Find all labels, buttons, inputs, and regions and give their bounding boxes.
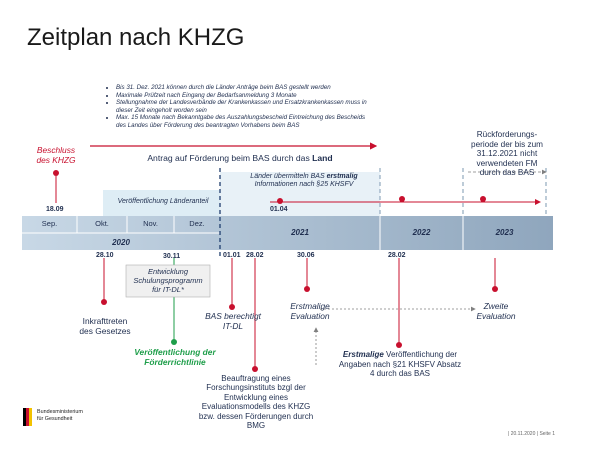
bas-veroeff-rest: Veröffentlichung der bbox=[383, 350, 458, 359]
laenderanteil-label: Veröffentlichung Länderanteil bbox=[117, 198, 209, 205]
beauftragung-label: Beauftragung eines Forschungsinstituts b… bbox=[198, 374, 314, 430]
year-2020: 2020 bbox=[112, 238, 130, 247]
eval2-line1: Zweite bbox=[483, 301, 509, 311]
bas-it-line2: IT-DL bbox=[222, 321, 244, 331]
beauftragung-line: Forschungsinstituts bzgl der bbox=[206, 383, 306, 393]
antrag-band bbox=[220, 172, 380, 216]
month-sep: Sep. bbox=[41, 219, 58, 228]
rueck-line: 31.12.2021 nicht bbox=[476, 149, 538, 159]
laender-bas-bold: erstmalig bbox=[326, 173, 358, 180]
event-inkraft bbox=[101, 258, 107, 305]
bas-veroeff-line2: Angaben nach §21 KHSFV Absatz bbox=[338, 359, 462, 369]
footer-date: 20.11.2020 bbox=[510, 431, 536, 437]
month-okt: Okt. bbox=[95, 219, 109, 228]
beschluss-line1: Beschluss bbox=[36, 145, 76, 155]
footer: | 20.11.2020 | Seite 1 bbox=[508, 431, 556, 437]
bas-it-date: 01.01 bbox=[223, 252, 241, 259]
bas-veroeff-line3: 4 durch das BAS bbox=[369, 369, 431, 379]
eval1-line1: Erstmalige bbox=[290, 301, 330, 311]
rueck-line: Rückforderungs- bbox=[476, 130, 538, 139]
bas-veroeff-label: Erstmalige Veröffentlichung der Angaben … bbox=[330, 350, 470, 379]
month-dez: Dez. bbox=[189, 219, 205, 228]
page-title: Zeitplan nach KHZG bbox=[27, 24, 245, 51]
schulung-line3: für IT-DL* bbox=[152, 285, 184, 294]
laender-bas-label: Länder übermitteln BAS erstmalig Informa… bbox=[224, 173, 384, 190]
foerderrichtlinie-label: Veröffentlichung der Förderrichtlinie bbox=[130, 347, 220, 367]
laender-bas-date: 01.04 bbox=[270, 206, 288, 213]
eval2-label: Zweite Evaluation bbox=[466, 301, 526, 321]
logo-line1: Bundesministerium bbox=[37, 409, 83, 415]
bas-veroeff-bold: Erstmalige bbox=[342, 350, 384, 359]
inkraft-label: Inkrafttreten des Gesetzes bbox=[70, 316, 140, 336]
foerder-line1: Veröffentlichung der bbox=[134, 347, 216, 357]
foerder-line2: Förderrichtlinie bbox=[144, 357, 206, 367]
bullet-item: Max. 15 Monate nach Bekanntgabe des Ausz… bbox=[116, 114, 376, 129]
bas-veroeff-date: 28.02 bbox=[388, 252, 406, 259]
bullet-list: Bis 31. Dez. 2021 können durch die Lände… bbox=[104, 84, 376, 130]
inkraft-line2: des Gesetzes bbox=[79, 326, 131, 336]
rueck-line: verwendeten FM bbox=[476, 158, 538, 168]
schulung-date: 30.11 bbox=[163, 253, 181, 260]
event-eval2 bbox=[492, 258, 498, 292]
year-2023: 2023 bbox=[495, 228, 514, 237]
beauftragung-date: 28.02 bbox=[246, 252, 264, 259]
event-beschluss bbox=[53, 170, 59, 203]
beauftragung-line: Beauftragung eines bbox=[221, 374, 291, 383]
schulung-line2: Schulungsprogramm bbox=[133, 276, 203, 285]
bas-it-line1: BAS berechtigt bbox=[205, 311, 261, 321]
eval2-line2: Evaluation bbox=[476, 311, 516, 321]
event-bas-it bbox=[229, 258, 235, 310]
inkraft-line1: Inkrafttreten bbox=[82, 316, 128, 326]
beauftragung-line: BMG bbox=[246, 421, 266, 431]
laenderanteil-band bbox=[103, 190, 220, 216]
schulung-line1: Entwicklung bbox=[147, 267, 189, 276]
year-2021: 2021 bbox=[291, 228, 309, 237]
event-laender-bas bbox=[277, 196, 486, 204]
event-beauftragung bbox=[252, 258, 258, 372]
year-2022: 2022 bbox=[412, 228, 431, 237]
event-eval1 bbox=[304, 258, 310, 292]
schulung-box bbox=[125, 264, 211, 298]
eagle-icon bbox=[23, 408, 32, 426]
antrag-label-text: Antrag auf Förderung beim BAS durch das bbox=[147, 153, 313, 163]
laender-bas-line2: Informationen nach §25 KHSFV bbox=[254, 181, 354, 189]
antrag-label-bold: Land bbox=[312, 153, 333, 163]
beauftragung-line: Evaluationsmodells des KHZG bbox=[201, 402, 311, 412]
bmg-logo bbox=[23, 408, 35, 431]
beschluss-date: 18.09 bbox=[46, 206, 64, 213]
schulung-label: Entwicklung Schulungsprogramm für IT-DL* bbox=[126, 267, 210, 294]
laender-bas-pre: Länder übermitteln BAS bbox=[250, 173, 327, 180]
footer-page: Seite 1 bbox=[539, 431, 556, 437]
antrag-label: Antrag auf Förderung beim BAS durch das … bbox=[110, 153, 370, 163]
beschluss-line2: des KHZG bbox=[36, 155, 76, 165]
eval1-line2: Evaluation bbox=[290, 311, 330, 321]
eval1-label: Erstmalige Evaluation bbox=[280, 301, 340, 321]
eval1-date: 30.06 bbox=[297, 252, 315, 259]
bullet-item: Stellungnahme der Landesverbände der Kra… bbox=[116, 99, 376, 114]
bmg-text: Bundesministerium für Gesundheit bbox=[37, 409, 83, 422]
logo-line2: für Gesundheit bbox=[37, 415, 73, 422]
beschluss-label: Beschluss des KHZG bbox=[26, 145, 86, 165]
inkraft-date: 28.10 bbox=[96, 252, 114, 259]
bas-it-label: BAS berechtigt IT-DL bbox=[198, 311, 268, 331]
beauftragung-line: Entwicklung eines bbox=[223, 392, 289, 402]
bullet-item: Maximale Prüfzeit nach Eingang der Bedar… bbox=[116, 92, 376, 100]
rueck-line: durch das BAS bbox=[479, 168, 535, 178]
rueck-line: periode der bis zum bbox=[471, 139, 543, 149]
month-nov: Nov. bbox=[143, 219, 158, 228]
event-bas-veroeff bbox=[396, 258, 402, 348]
bullet-item: Bis 31. Dez. 2021 können durch die Lände… bbox=[116, 84, 376, 92]
beauftragung-line: bzw. dessen Förderungen durch bbox=[198, 411, 314, 421]
rueckforderung-label: Rückforderungs- periode der bis zum 31.1… bbox=[452, 130, 562, 178]
